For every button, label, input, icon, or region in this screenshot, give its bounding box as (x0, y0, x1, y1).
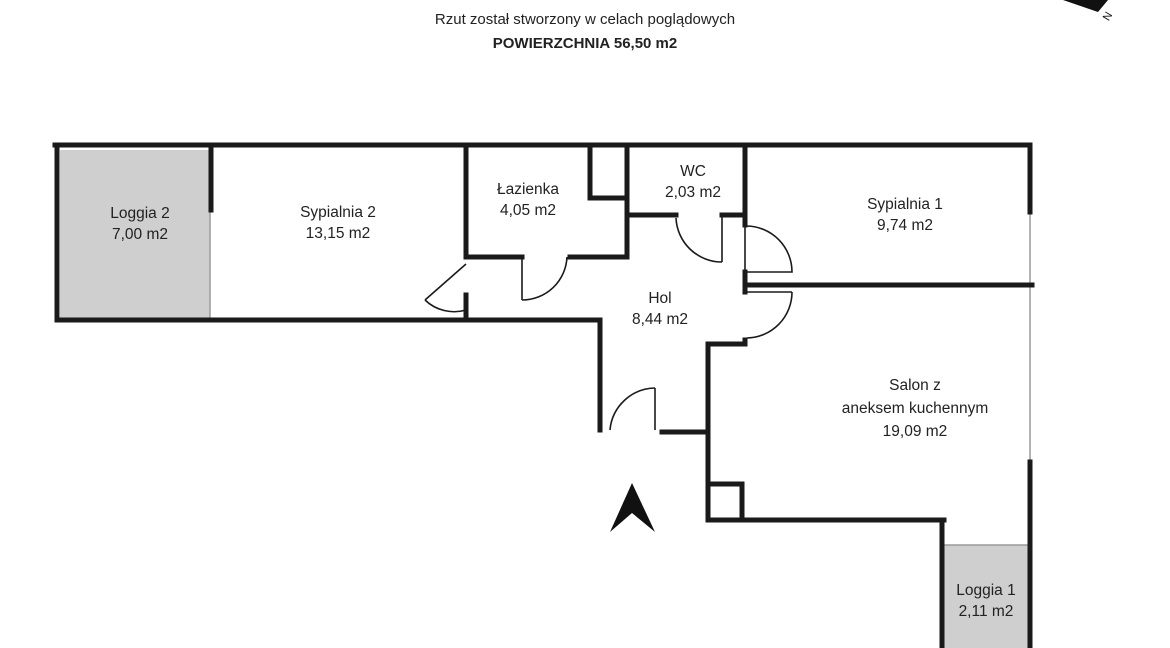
room-name: Loggia 1 (956, 582, 1016, 599)
thin-lines (209, 210, 1031, 546)
plan-note: Rzut został stworzony w celach poglądowy… (434, 11, 736, 28)
room-name: Łazienka (496, 181, 560, 198)
room-sypialnia-1: Sypialnia 1 9,74 m2 (825, 194, 985, 236)
compass-arrow-icon (1063, 0, 1108, 12)
room-name: Loggia 2 (110, 205, 170, 222)
room-loggia-2: Loggia 2 7,00 m2 (70, 203, 210, 245)
room-area: 4,05 m2 (499, 202, 556, 219)
room-name: WC (680, 163, 706, 180)
room-name-line-2: aneksem kuchennym (841, 400, 989, 417)
room-name: Hol (648, 290, 672, 307)
room-loggia-1: Loggia 1 2,11 m2 (944, 580, 1028, 622)
room-area: 13,15 m2 (305, 225, 371, 242)
loggia-1-fill (944, 545, 1028, 648)
total-area-title: POWIERZCHNIA 56,50 m2 (492, 35, 678, 52)
room-wc: WC 2,03 m2 (638, 161, 748, 203)
room-area: 19,09 m2 (882, 423, 948, 440)
room-lazienka: Łazienka 4,05 m2 (468, 179, 588, 221)
room-area: 2,11 m2 (958, 603, 1014, 620)
room-name: Sypialnia 1 (867, 196, 943, 213)
room-area: 8,44 m2 (631, 311, 688, 328)
walls (52, 142, 1035, 648)
room-sypialnia-2: Sypialnia 2 13,15 m2 (258, 202, 418, 244)
north-arrow-icon (610, 483, 655, 532)
loggia-2-fill (60, 150, 210, 318)
room-area: 2,03 m2 (664, 184, 721, 201)
compass-letter: N (1101, 10, 1115, 23)
room-area: 7,00 m2 (111, 226, 168, 243)
room-salon: Salon z aneksem kuchennym 19,09 m2 (805, 374, 1025, 443)
door-swings (424, 215, 793, 431)
room-name-line-1: Salon z (889, 377, 941, 394)
room-area: 9,74 m2 (876, 217, 933, 234)
room-name: Sypialnia 2 (300, 204, 376, 221)
room-hol: Hol 8,44 m2 (610, 288, 710, 330)
